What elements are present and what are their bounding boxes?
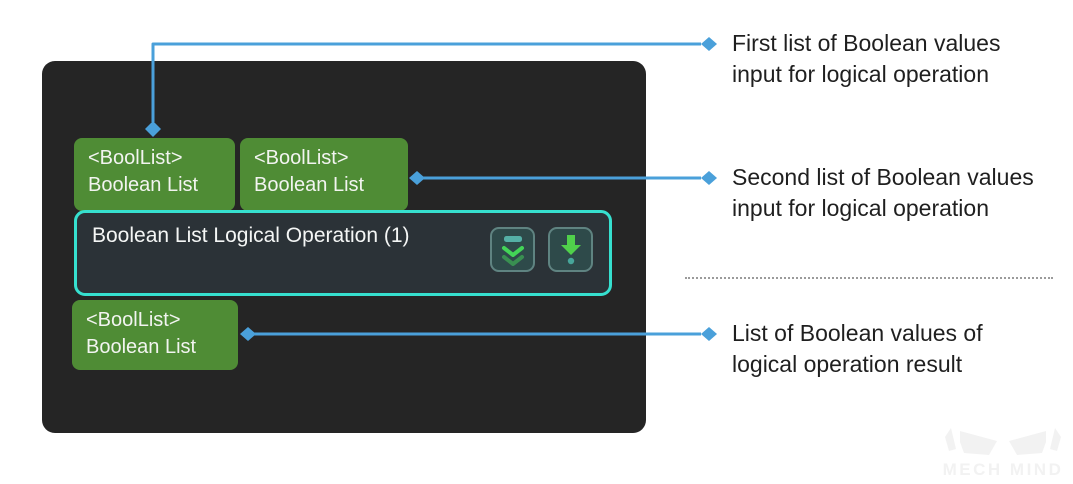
callout-text-line: Second list of Boolean values (732, 164, 1034, 190)
port-label: Boolean List (88, 174, 199, 196)
callout-text-line: logical operation result (732, 351, 963, 377)
diamond-endpoint (701, 171, 717, 185)
watermark-brand-text: MECH MIND (943, 460, 1064, 479)
boolean-list-logical-operation-node[interactable]: Boolean List Logical Operation (1) (74, 210, 612, 296)
collapse-parameters-button[interactable] (490, 227, 535, 272)
output-port[interactable]: <BoolList> Boolean List (72, 300, 238, 370)
callout-text-line: input for logical operation (732, 195, 989, 221)
callout-text-line: input for logical operation (732, 61, 989, 87)
input-port-2[interactable]: <BoolList> Boolean List (240, 138, 408, 211)
callout-output: List of Boolean values of logical operat… (732, 318, 983, 380)
callout-second-input: Second list of Boolean values input for … (732, 162, 1034, 224)
diamond-endpoint (701, 327, 717, 341)
port-label: Boolean List (86, 336, 197, 358)
diamond-endpoint (701, 37, 717, 51)
node-toolbar (490, 227, 593, 272)
port-datatype: <BoolList> (254, 147, 349, 169)
input-port-1[interactable]: <BoolList> Boolean List (74, 138, 235, 211)
double-chevron-down-icon (501, 235, 524, 266)
port-label: Boolean List (254, 174, 365, 196)
port-datatype: <BoolList> (88, 147, 183, 169)
mech-mind-logo-icon: MECH MIND (943, 428, 1064, 479)
node-title: Boolean List Logical Operation (1) (92, 224, 410, 247)
port-datatype: <BoolList> (86, 309, 181, 331)
arrow-down-dot-icon (560, 234, 581, 264)
callout-text-line: First list of Boolean values (732, 30, 1001, 56)
callout-text-line: List of Boolean values of (732, 320, 983, 346)
watermark: MECH MIND (936, 423, 1070, 484)
execution-flag-button[interactable] (548, 227, 593, 272)
dotted-divider (685, 277, 1053, 279)
callout-first-input: First list of Boolean values input for l… (732, 28, 1000, 90)
